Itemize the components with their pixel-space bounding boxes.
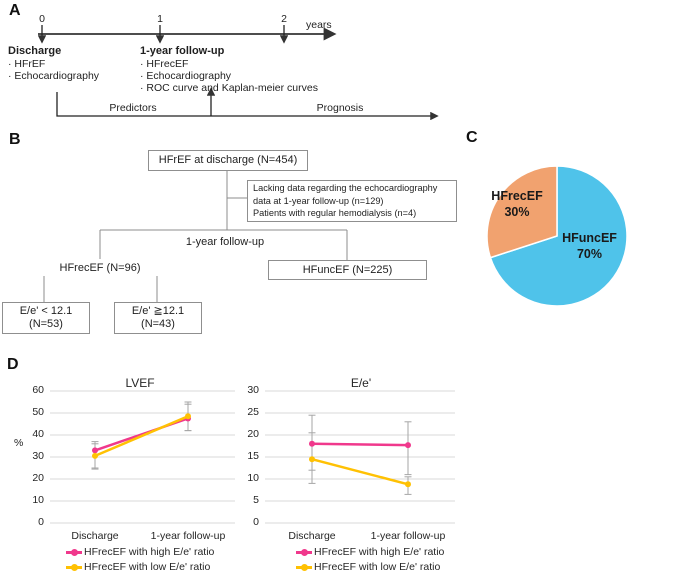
pie-label-hfrecef-pct: 30% [504, 205, 530, 219]
chart-title-ee: E/e' [350, 376, 372, 390]
legend-marker-dot [71, 548, 78, 556]
ee-legend: HFrecEF with high E/e' ratio HFrecEF wit… [296, 546, 444, 573]
legend-marker [296, 563, 312, 571]
discharge-heading: Discharge [8, 45, 62, 57]
low-ee-box: E/e' < 12.1 (N=53) [2, 302, 90, 334]
data-point [92, 447, 98, 454]
y-tick-label: 30 [247, 384, 259, 396]
hfuncef-box: HFuncEF (N=225) [268, 260, 427, 280]
data-point [309, 440, 315, 447]
legend-label: HFrecEF with high E/e' ratio [314, 546, 445, 558]
hfrecef-node-label: HFrecEF (N=96) [59, 262, 141, 274]
legend-label: HFrecEF with low E/e' ratio [84, 561, 211, 573]
x-tick-followup-lvef: 1-year follow-up [150, 530, 226, 542]
series-line [310, 457, 410, 486]
data-point [92, 452, 98, 459]
legend-item: HFrecEF with low E/e' ratio [66, 561, 214, 573]
pie-label-hfuncef-pct: 70% [576, 247, 603, 261]
low-ee-line: E/e' < 12.1 [19, 305, 73, 317]
series-line [310, 442, 410, 447]
pie-label-hfuncef: HFuncEF 70% [547, 230, 632, 262]
data-point [185, 413, 191, 420]
data-point [405, 481, 411, 488]
low-ee-line: (N=53) [29, 318, 63, 330]
y-tick-label: 10 [32, 494, 44, 506]
y-tick-label: 20 [247, 428, 259, 440]
followup-item: · ROC curve and Kaplan-meier curves [140, 82, 318, 94]
high-ee-line: (N=43) [141, 318, 175, 330]
y-tick-label: 60 [32, 384, 44, 396]
lvef-legend: HFrecEF with high E/e' ratio HFrecEF wit… [66, 546, 214, 573]
followup-heading: 1-year follow-up [140, 45, 225, 57]
exclusion-box: Lacking data regarding the echocardiogra… [247, 180, 457, 222]
legend-item: HFrecEF with high E/e' ratio [66, 546, 214, 558]
y-tick-label: 30 [32, 450, 44, 462]
legend-marker [66, 563, 82, 571]
pie-slice-hfuncef [489, 165, 628, 307]
flowchart-root-box: HFrEF at discharge (N=454) [148, 150, 308, 171]
y-tick-label: 0 [38, 516, 44, 528]
y-tick-label: 40 [32, 428, 44, 440]
legend-marker-dot [301, 548, 308, 556]
legend-label: HFrecEF with low E/e' ratio [314, 561, 441, 573]
chart-title-lvef: LVEF [125, 376, 155, 390]
followup-item: · Echocardiography [140, 70, 232, 82]
high-ee-box: E/e' ≧12.1 (N=43) [114, 302, 202, 334]
exclusion-line: Lacking data regarding the echocardiogra… [253, 183, 438, 194]
predictors-label: Predictors [109, 102, 157, 114]
y-tick-label: 15 [247, 450, 259, 462]
y-tick-label: 0 [253, 516, 259, 528]
timeline-tick-label-2: 2 [281, 13, 287, 25]
pie-label-hfrecef-name: HFrecEF [491, 189, 543, 203]
y-tick-label: 20 [32, 472, 44, 484]
pie-label-hfuncef-name: HFuncEF [562, 231, 617, 245]
y-tick-label: 50 [32, 406, 44, 418]
x-tick-discharge-lvef: Discharge [71, 530, 119, 542]
exclusion-line: data at 1-year follow-up (n=129) [253, 195, 384, 206]
prognosis-label: Prognosis [316, 102, 364, 114]
x-tick-discharge-ee: Discharge [288, 530, 336, 542]
exclusion-line: Patients with regular hemodialysis (n=4) [253, 208, 417, 219]
panel-b-letter: B [9, 131, 21, 148]
followup-item: · HFrecEF [140, 58, 189, 70]
y-axis-label-percent: % [14, 437, 24, 449]
discharge-item: · HFrEF [8, 58, 46, 70]
flowchart-root-label: HFrEF at discharge (N=454) [158, 154, 298, 166]
legend-marker-dot [301, 563, 308, 571]
y-tick-label: 5 [253, 494, 259, 506]
y-tick-label: 25 [247, 406, 259, 418]
data-point [405, 442, 411, 449]
high-ee-line: E/e' ≧12.1 [131, 305, 185, 317]
discharge-item: · Echocardiography [8, 70, 100, 82]
legend-marker-dot [71, 563, 78, 571]
predictor-prognosis-bracket [56, 92, 439, 121]
panel-a-letter: A [9, 2, 21, 19]
legend-item: HFrecEF with low E/e' ratio [296, 561, 444, 573]
hfuncef-label: HFuncEF (N=225) [302, 263, 393, 276]
data-point [309, 456, 315, 463]
pie-slice-hfrecef [486, 165, 558, 259]
branch-label: 1-year follow-up [185, 236, 265, 248]
timeline-tick-label-0: 0 [39, 13, 45, 25]
legend-marker [66, 548, 82, 556]
pie-label-hfrecef: HFrecEF 30% [477, 188, 557, 220]
legend-marker [296, 548, 312, 556]
legend-label: HFrecEF with high E/e' ratio [84, 546, 215, 558]
timeline-tick-label-1: 1 [157, 13, 163, 25]
panel-d-letter: D [7, 356, 19, 373]
x-tick-followup-ee: 1-year follow-up [370, 530, 446, 542]
y-tick-label: 10 [247, 472, 259, 484]
panel-c-letter: C [466, 129, 478, 146]
series-line [93, 415, 190, 458]
legend-item: HFrecEF with high E/e' ratio [296, 546, 444, 558]
years-label: years [306, 19, 332, 31]
